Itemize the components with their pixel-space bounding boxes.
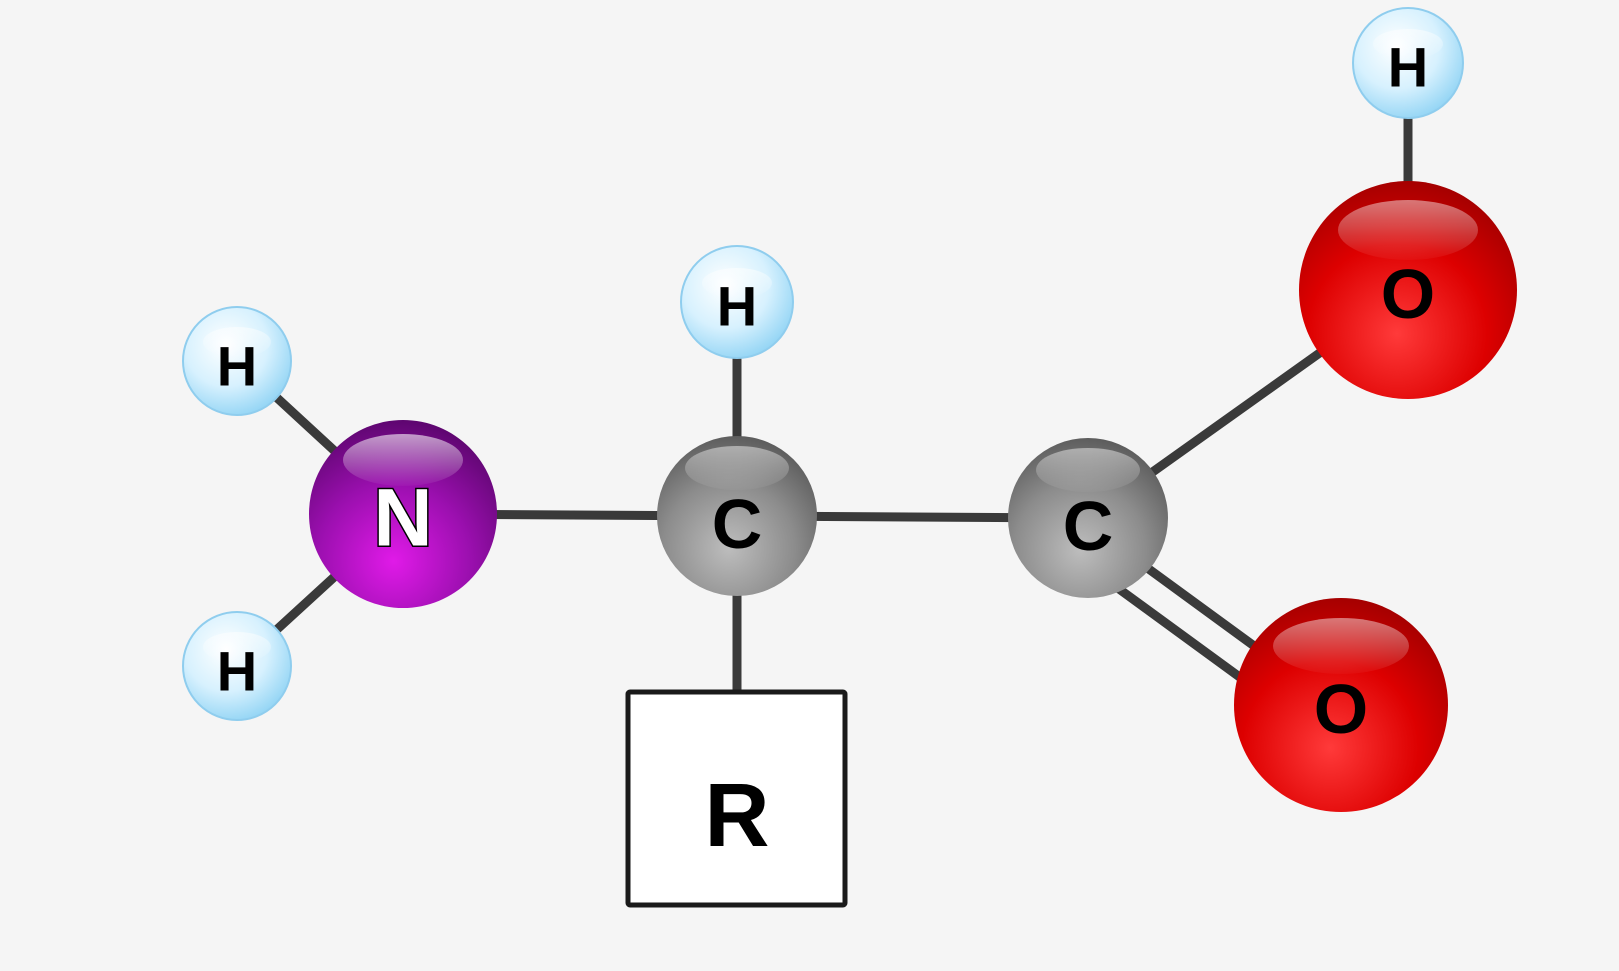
hydrogen-atom-alpha: H [680,245,794,359]
atom-label: O [1381,255,1435,333]
atom-label: H [1388,36,1428,99]
oxygen-atom-double-bond: O [1234,598,1448,812]
hydrogen-atom-amine-bottom: H [182,611,292,721]
atom-label: H [217,335,257,398]
atom-label: N [373,473,432,564]
atom-label: H [717,275,757,338]
oxygen-atom-hydroxyl: O [1299,181,1517,399]
nitrogen-atom: N [309,420,497,608]
atom-label: C [1063,487,1114,565]
atom-label: H [217,640,257,703]
atom-label: O [1314,670,1368,748]
bonds-group [232,58,1413,748]
atom-label: C [712,485,763,563]
hydrogen-atom-amine-top: H [182,306,292,416]
carbon-atom-carboxyl: C [1008,438,1168,598]
r-group-label: R [705,766,770,866]
r-group-box: R [625,689,848,908]
atoms-group: H H N H C C O [182,7,1517,812]
hydrogen-atom-hydroxyl: H [1352,7,1464,119]
carbon-atom-alpha: C [657,436,817,596]
